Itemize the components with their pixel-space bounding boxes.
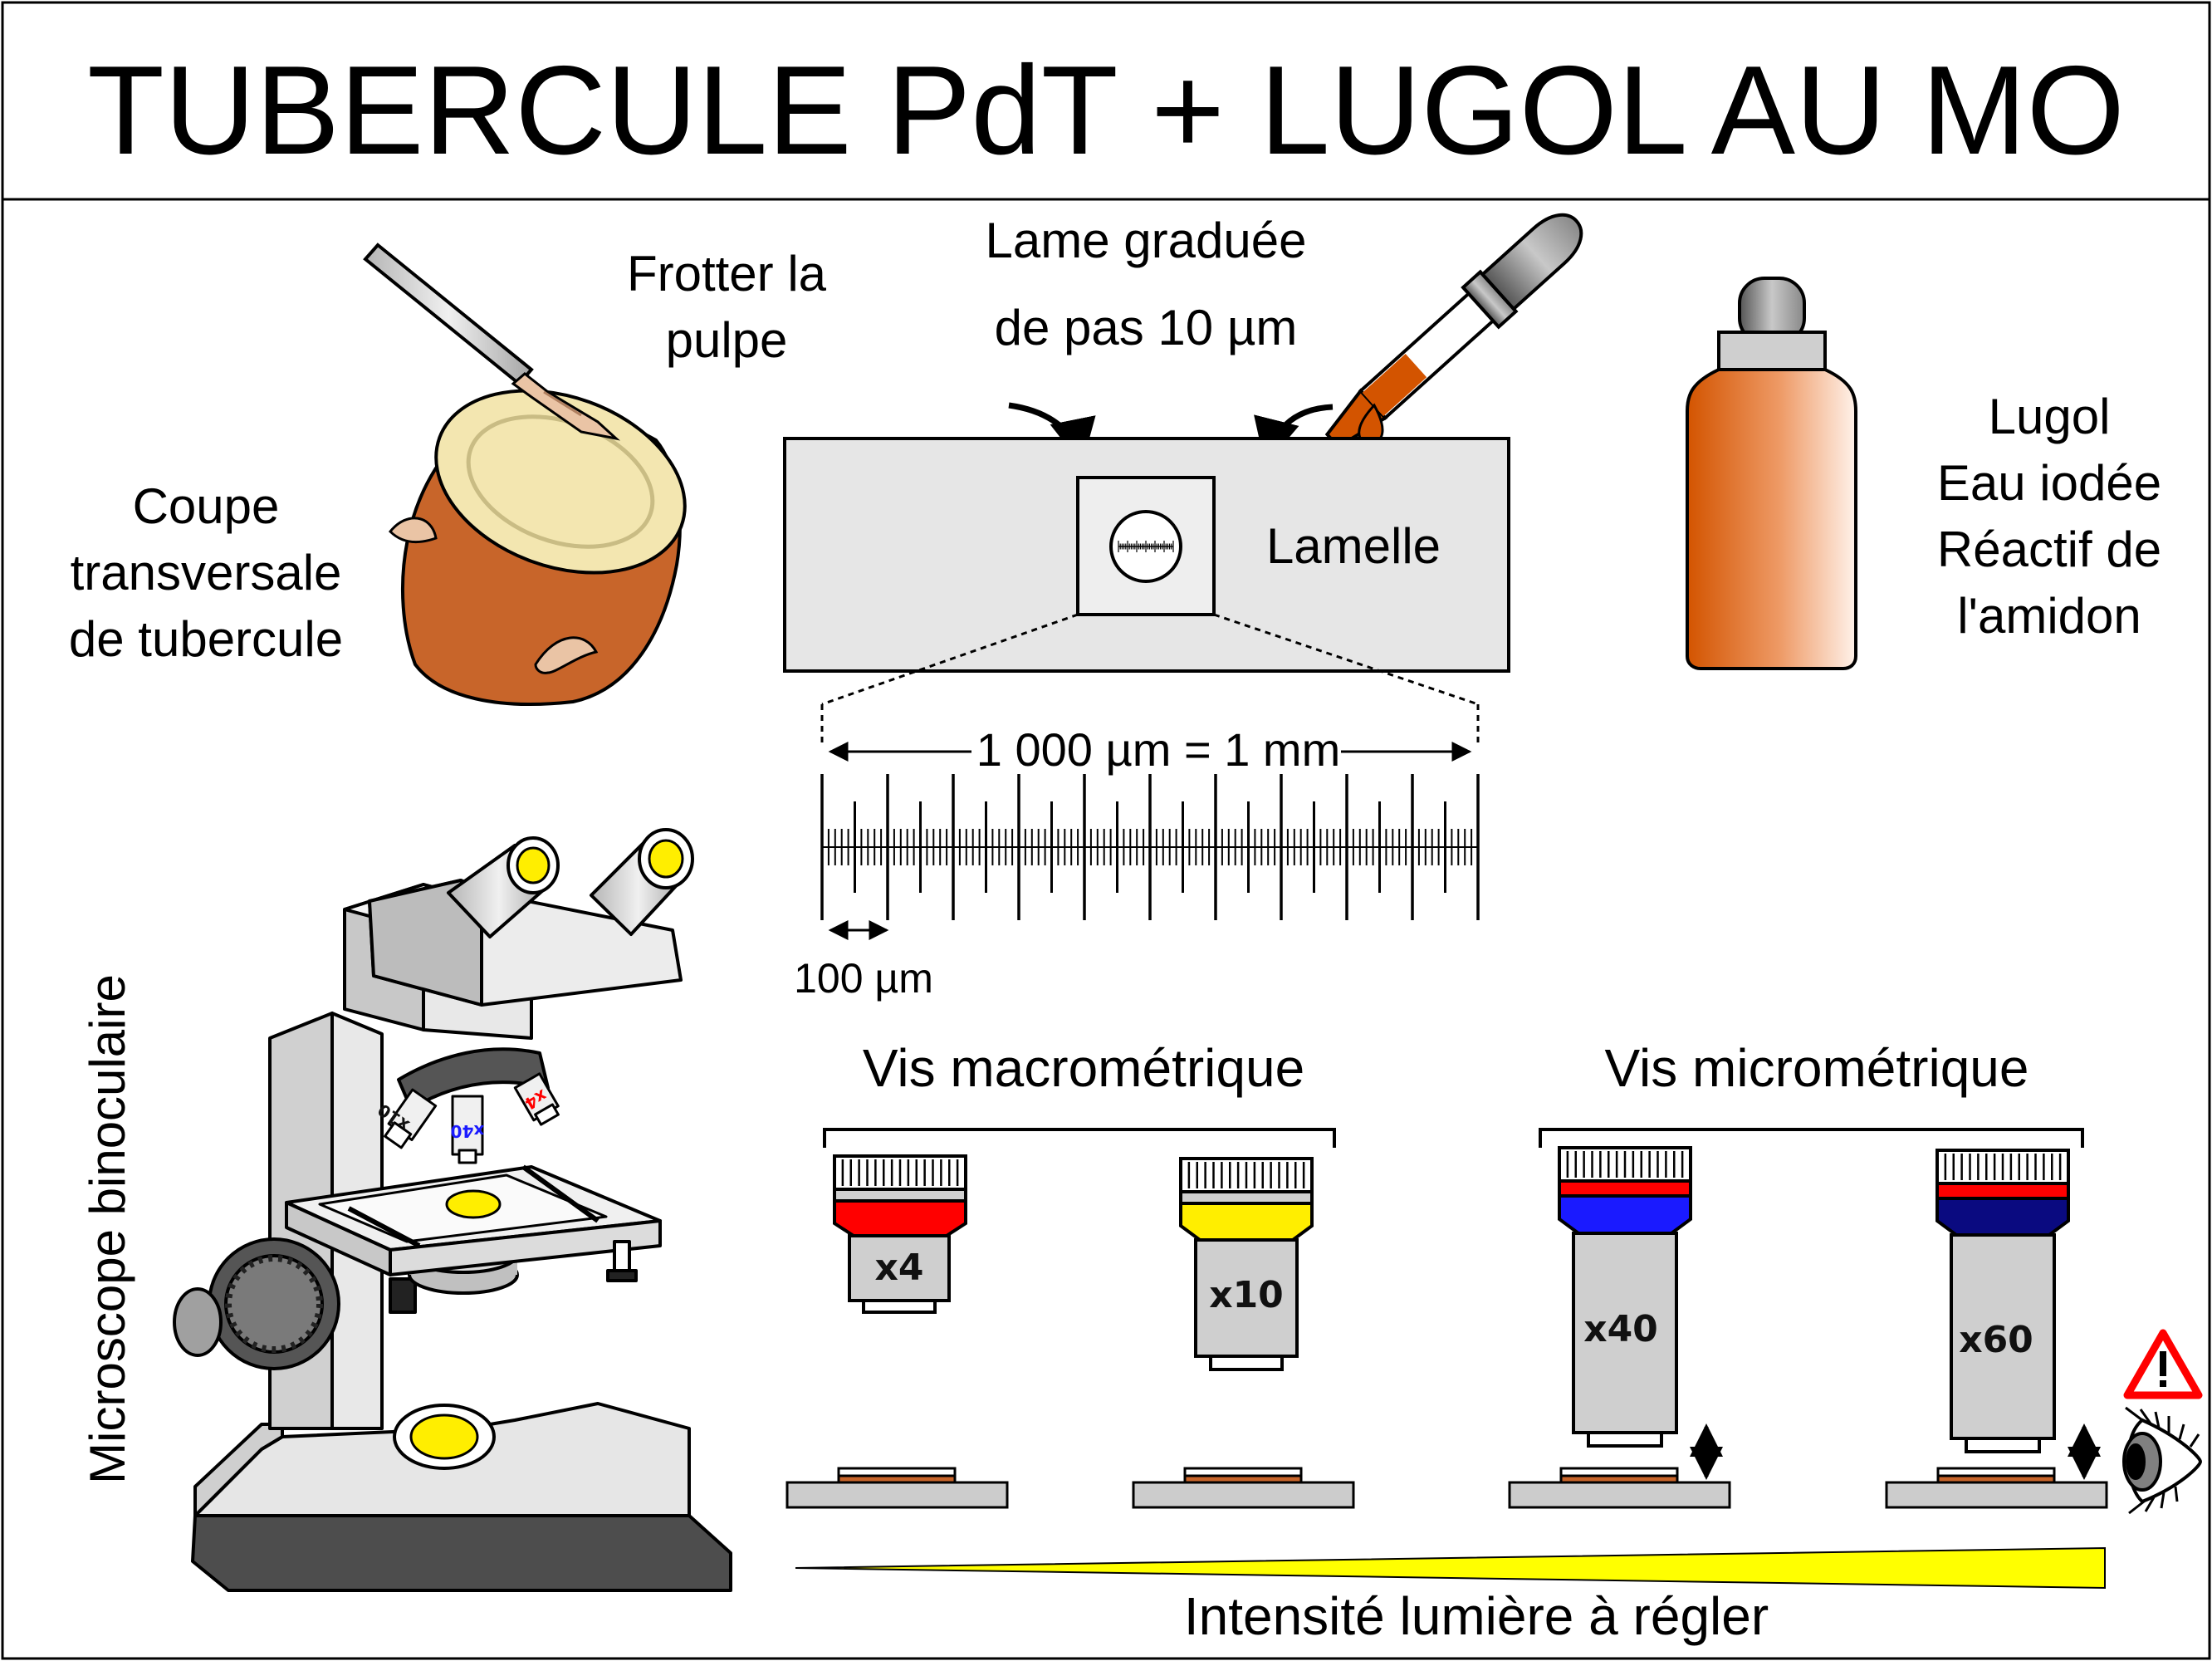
objective-x4: x4 [833,1154,967,1314]
svg-text:transversale: transversale [71,545,342,600]
specimen-slide-x10 [1132,1467,1355,1509]
light-intensity-wedge [795,1546,2106,1590]
svg-text:x10: x10 [1209,1274,1284,1316]
coarse-focus-label: Vis macrométrique [863,1038,1304,1098]
specimen-slide-x4 [785,1467,1009,1509]
eye-icon [2122,1406,2203,1515]
coarse-focus-bracket [823,1128,1336,1148]
svg-text:l'amidon: l'amidon [1957,588,2141,644]
svg-text:Eau iodée: Eau iodée [1937,455,2161,511]
ring-x40 [1558,1194,1692,1235]
ring-x60 [1936,1197,2070,1237]
magnified-scale [820,704,1480,940]
ring-x10 [1179,1202,1314,1242]
ring-x4 [833,1199,967,1237]
fine-focus-bracket [1539,1128,2084,1148]
microscope-icon [173,828,732,1592]
bottle-icon [1686,277,1857,670]
svg-text:x60: x60 [1959,1319,2033,1361]
svg-text:de tubercule: de tubercule [69,611,343,667]
svg-text:x40: x40 [451,1121,485,1141]
slide-label: Lame graduée de pas 10 µm [986,213,1307,355]
scale-total-label: 1 000 µm = 1 mm [976,723,1340,776]
specimen-slide-x40 [1508,1467,1731,1509]
scrape-label: Frotter la pulpe [627,246,827,368]
svg-text:de pas 10 µm: de pas 10 µm [995,300,1298,355]
zoom-line-left [821,613,1079,706]
lugol-label: Lugol Eau iodée Réactif de l'amidon [1937,389,2161,644]
svg-text:Lugol: Lugol [1989,389,2111,444]
cross-section-label: Coupe transversale de tubercule [69,478,343,667]
fine-focus-label: Vis micrométrique [1605,1038,2029,1098]
warning-icon [2123,1329,2203,1399]
objective-x10: x10 [1179,1157,1314,1371]
specimen-slide-x60 [1885,1467,2108,1509]
svg-text:x4: x4 [875,1247,924,1289]
svg-text:x40: x40 [1583,1308,1658,1350]
svg-text:Coupe: Coupe [133,478,280,534]
svg-text:pulpe: pulpe [666,312,788,368]
potato-icon [388,389,687,706]
svg-text:Lame graduée: Lame graduée [986,213,1307,268]
microscope-label: Microscope binoculaire [80,974,135,1484]
objective-x40: x40 [1558,1146,1692,1448]
light-label: Intensité lumière à régler [1184,1586,1769,1646]
svg-text:Réactif de: Réactif de [1937,522,2161,577]
graduated-slide [783,437,1510,673]
scalpel-icon [363,243,620,441]
page-title: TUBERCULE PdT + LUGOL AU MO [87,40,2125,181]
svg-text:Frotter la: Frotter la [627,246,827,301]
zoom-line-right [1213,613,1479,706]
dropper-icon [1324,213,1583,449]
scale-step-label: 100 µm [794,955,933,1002]
objective-x60: x60 [1936,1149,2070,1453]
coverslip-label: Lamelle [1266,518,1441,574]
